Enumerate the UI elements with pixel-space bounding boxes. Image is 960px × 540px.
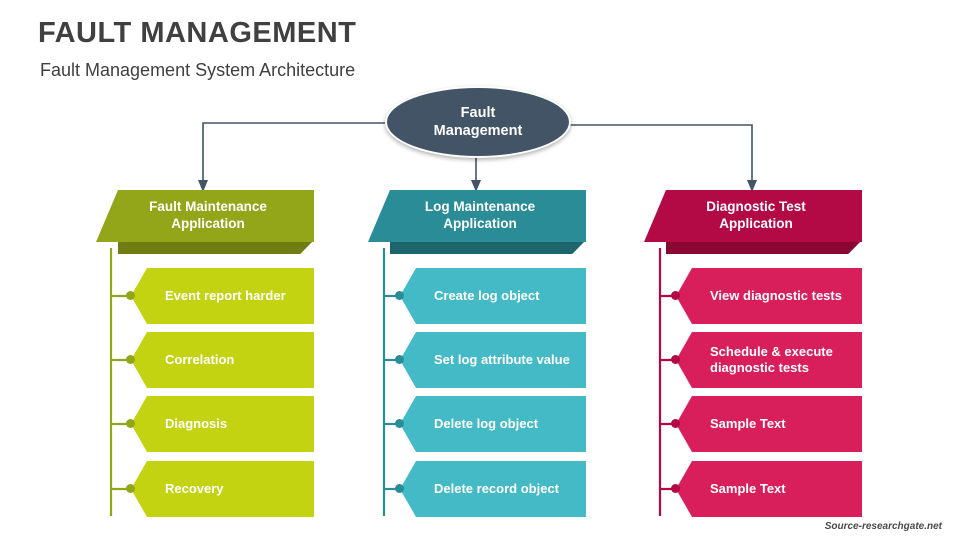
- branch-3-item-4-dot: [671, 484, 680, 493]
- branch-1-header-line1: Fault Maintenance: [149, 199, 267, 215]
- page-subtitle: Fault Management System Architecture: [40, 60, 356, 80]
- branch-3-header-line2: Application: [719, 216, 793, 231]
- branch-2-item-3-label: Delete log object: [434, 415, 539, 431]
- branch-1-item-4-dot: [126, 484, 135, 493]
- branch-3-header-line1: Diagnostic Test: [706, 199, 806, 215]
- branch-3-item-1-label: View diagnostic tests: [710, 287, 842, 303]
- branch-3-item-3[interactable]: Sample Text: [676, 396, 862, 452]
- branch-3-header[interactable]: Diagnostic Test Application: [644, 190, 862, 242]
- branch-2-item-1-dot: [395, 291, 404, 300]
- branch-3-header-shadow: [666, 240, 862, 254]
- branch-2-header[interactable]: Log Maintenance Application: [368, 190, 586, 242]
- root-node-line1: Fault: [460, 104, 496, 121]
- branch-1-item-2-dot: [126, 355, 135, 364]
- branch-1-header-line2: Application: [171, 216, 245, 231]
- branch-2-header-line2: Application: [443, 216, 517, 231]
- branch-3-item-2-label-line2: diagnostic tests: [710, 360, 809, 375]
- branch-2-item-2-label: Set log attribute value: [434, 351, 570, 367]
- branch-1-item-1[interactable]: Event report harder: [131, 268, 314, 324]
- branch-2-header-line1: Log Maintenance: [424, 199, 536, 215]
- branch-3-item-3-label: Sample Text: [710, 415, 786, 431]
- branch-2-item-1-label: Create log object: [434, 287, 540, 303]
- branch-1-item-2-label: Correlation: [165, 351, 235, 367]
- branch-2-item-2-dot: [395, 355, 404, 364]
- branch-2-item-4[interactable]: Delete record object: [400, 461, 586, 517]
- branch-1-item-3[interactable]: Diagnosis: [131, 396, 314, 452]
- branch-3-item-2-dot: [671, 355, 680, 364]
- branch-1-item-3-label: Diagnosis: [165, 415, 228, 431]
- branch-3-item-3-dot: [671, 419, 680, 428]
- branch-3-item-1-dot: [671, 291, 680, 300]
- branch-2-item-3[interactable]: Delete log object: [400, 396, 586, 452]
- branch-2-item-4-dot: [395, 484, 404, 493]
- page-title: Fault Management: [38, 17, 357, 49]
- branch-1-item-4-label: Recovery: [165, 480, 224, 496]
- source-credit: Source-researchgate.net: [824, 521, 942, 532]
- branch-1-item-4[interactable]: Recovery: [131, 461, 314, 517]
- root-node-line2: Management: [433, 123, 523, 139]
- branch-1-item-3-dot: [126, 419, 135, 428]
- branch-2-item-1[interactable]: Create log object: [400, 268, 586, 324]
- branch-2-item-2[interactable]: Set log attribute value: [400, 332, 586, 388]
- root-node[interactable]: Fault Management: [385, 86, 571, 158]
- branch-2-item-3-dot: [395, 419, 404, 428]
- branch-1-header[interactable]: Fault Maintenance Application: [96, 190, 314, 242]
- branch-1-item-1-label: Event report harder: [165, 287, 286, 303]
- branch-2-item-4-label: Delete record object: [434, 480, 559, 496]
- branch-3-item-2[interactable]: Schedule & execute diagnostic tests: [676, 332, 862, 388]
- branch-3-item-2-label-line1: Schedule & execute: [710, 343, 833, 359]
- branch-1-item-2[interactable]: Correlation: [131, 332, 314, 388]
- branch-3-item-4-label: Sample Text: [710, 480, 786, 496]
- branch-2-header-shadow: [390, 240, 586, 254]
- branch-1-header-shadow: [118, 240, 314, 254]
- branch-1-item-1-dot: [126, 291, 135, 300]
- branch-3-item-4[interactable]: Sample Text: [676, 461, 862, 517]
- branch-3-item-1[interactable]: View diagnostic tests: [676, 268, 862, 324]
